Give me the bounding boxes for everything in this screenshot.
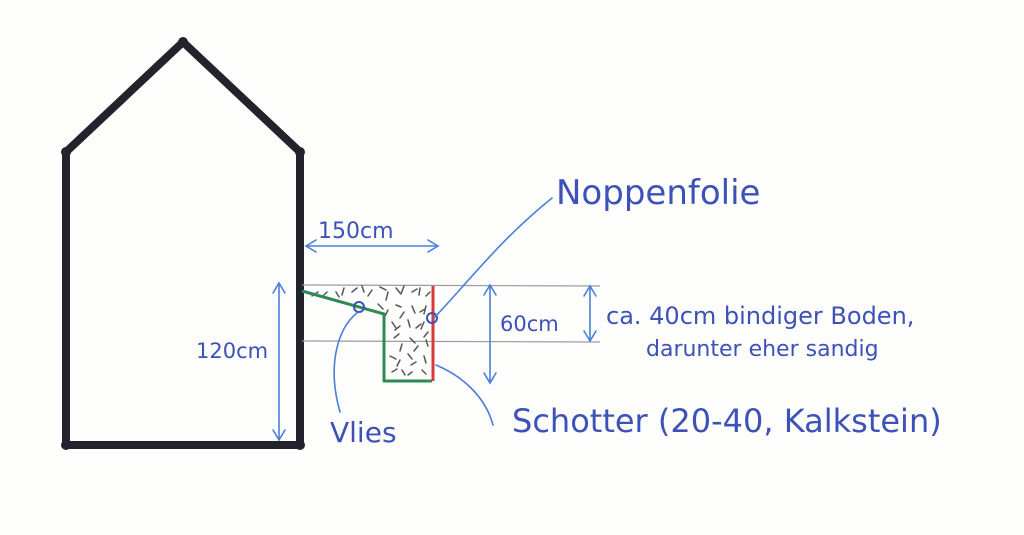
dimension-lines xyxy=(272,239,597,442)
width-label: 150cm xyxy=(318,219,394,244)
house-outline xyxy=(62,38,304,449)
fleece-line xyxy=(301,289,432,383)
foil-label: Noppenfolie xyxy=(556,173,760,213)
soil-label-line2: darunter eher sandig xyxy=(646,337,879,362)
gravel-label: Schotter (20-40, Kalkstein) xyxy=(512,402,942,440)
soil-label-line1: ca. 40cm bindiger Boden, xyxy=(606,302,914,330)
gravel-leader xyxy=(435,364,494,426)
ground-surface-line xyxy=(301,284,601,287)
height-label: 120cm xyxy=(196,339,268,363)
fleece-marker xyxy=(353,301,365,313)
fleece-leader xyxy=(333,311,359,413)
depth-label: 60cm xyxy=(500,312,559,336)
fleece-label: Vlies xyxy=(330,416,397,449)
house xyxy=(61,37,305,450)
leader-lines xyxy=(333,197,553,426)
soil-boundary-line xyxy=(301,340,601,343)
gravel-fill xyxy=(311,285,431,376)
ground-lines xyxy=(301,284,601,343)
foil-marker xyxy=(426,312,438,324)
foil-leader xyxy=(433,197,553,319)
